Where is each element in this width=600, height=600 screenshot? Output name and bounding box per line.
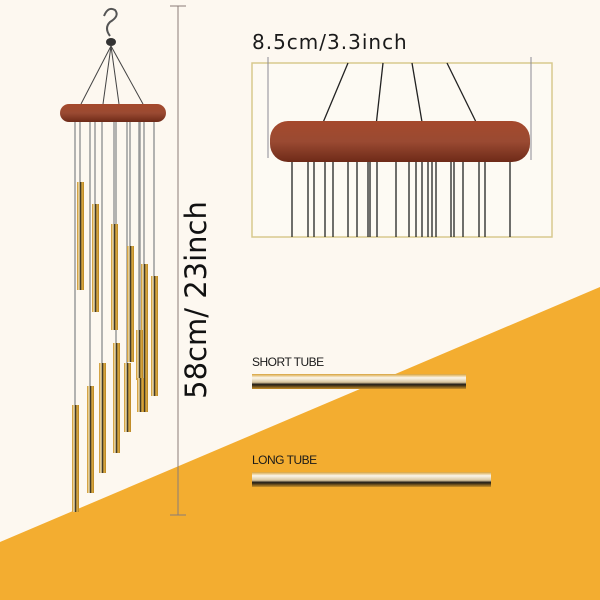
inset-rods (291, 160, 511, 237)
chime-tube (151, 276, 158, 396)
short-tube-label: SHORT TUBE (252, 355, 324, 369)
long-tube-label: LONG TUBE (252, 453, 317, 467)
chime-tube (111, 224, 118, 330)
chime-tube (99, 363, 106, 473)
chime-tube (141, 264, 148, 412)
chime-tube (87, 386, 94, 493)
chime-tube (77, 182, 84, 290)
chime-tube (137, 378, 144, 412)
chime-tube (92, 204, 99, 312)
wooden-ring (60, 104, 166, 122)
height-dimension-label: 58cm/ 23inch (179, 201, 213, 399)
chime-tube (136, 330, 143, 380)
hook-icon (103, 7, 118, 37)
height-dimension-line (170, 5, 186, 516)
short-tube-image (252, 374, 466, 389)
hanging-strings (80, 45, 144, 105)
width-dimension-label: 8.5cm/3.3inch (252, 30, 408, 54)
chime-tube (72, 405, 79, 512)
hanger-bead (106, 38, 116, 46)
width-dimension-lines (267, 57, 532, 160)
long-tube-image (252, 472, 491, 487)
orange-background-shape (0, 287, 600, 600)
chime-tube (124, 363, 131, 432)
chime-tubes (72, 182, 158, 512)
inset-strings (321, 62, 478, 127)
chime-tube (113, 343, 120, 453)
chime-tube (127, 246, 134, 362)
inset-wooden-ring (270, 121, 530, 162)
